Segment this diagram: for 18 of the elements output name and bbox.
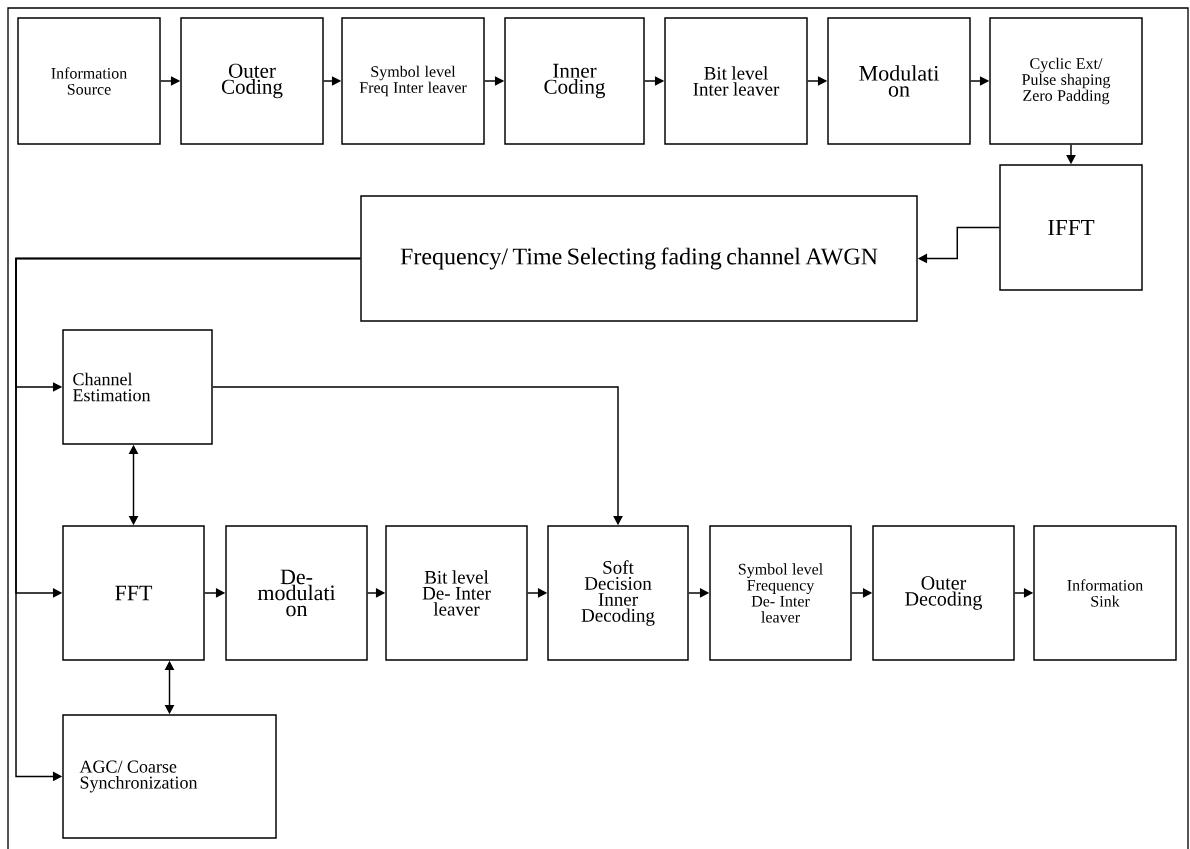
block-box: Symbol level Freq Inter leaver xyxy=(341,17,485,145)
block-box: Frequency/ Time Selecting fading channel AWGN xyxy=(360,195,918,322)
block-box: Bit level Inter leaver xyxy=(664,17,808,145)
block-box: Information Source xyxy=(17,17,161,145)
block-box: FFT xyxy=(62,525,205,661)
block-box: Symbol level Frequency De- Inter leaver xyxy=(709,525,852,661)
block-box: Bit level De- Inter leaver xyxy=(385,525,528,661)
block-box: Modulati on xyxy=(827,17,971,145)
block-box: Information Sink xyxy=(1033,525,1177,661)
block-box: Outer Decoding xyxy=(872,525,1015,661)
block-box: De- modulati on xyxy=(225,525,368,661)
block-box: Outer Coding xyxy=(180,17,324,145)
block-box: Cyclic Ext/ Pulse shaping Zero Padding xyxy=(989,17,1143,145)
block-box: Soft Decision Inner Decoding xyxy=(547,525,689,661)
block-box: Channel Estimation xyxy=(62,329,213,445)
block-box: AGC/ Coarse Synchronization xyxy=(62,714,277,839)
block-box: Inner Coding xyxy=(504,17,645,145)
block-box: IFFT xyxy=(999,164,1143,291)
